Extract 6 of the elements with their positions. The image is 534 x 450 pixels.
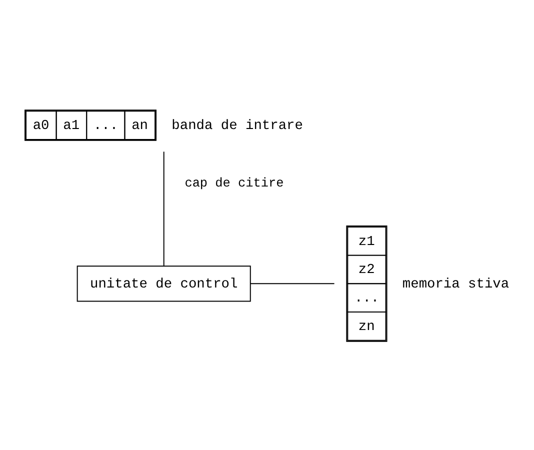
node-label: memoria stiva [402, 276, 510, 292]
node-box: unitate de control [76, 265, 251, 302]
connector [163, 150, 164, 266]
connector [250, 282, 335, 284]
node-label: banda de intrare [172, 118, 303, 134]
edge-label: cap de citire [184, 174, 284, 190]
